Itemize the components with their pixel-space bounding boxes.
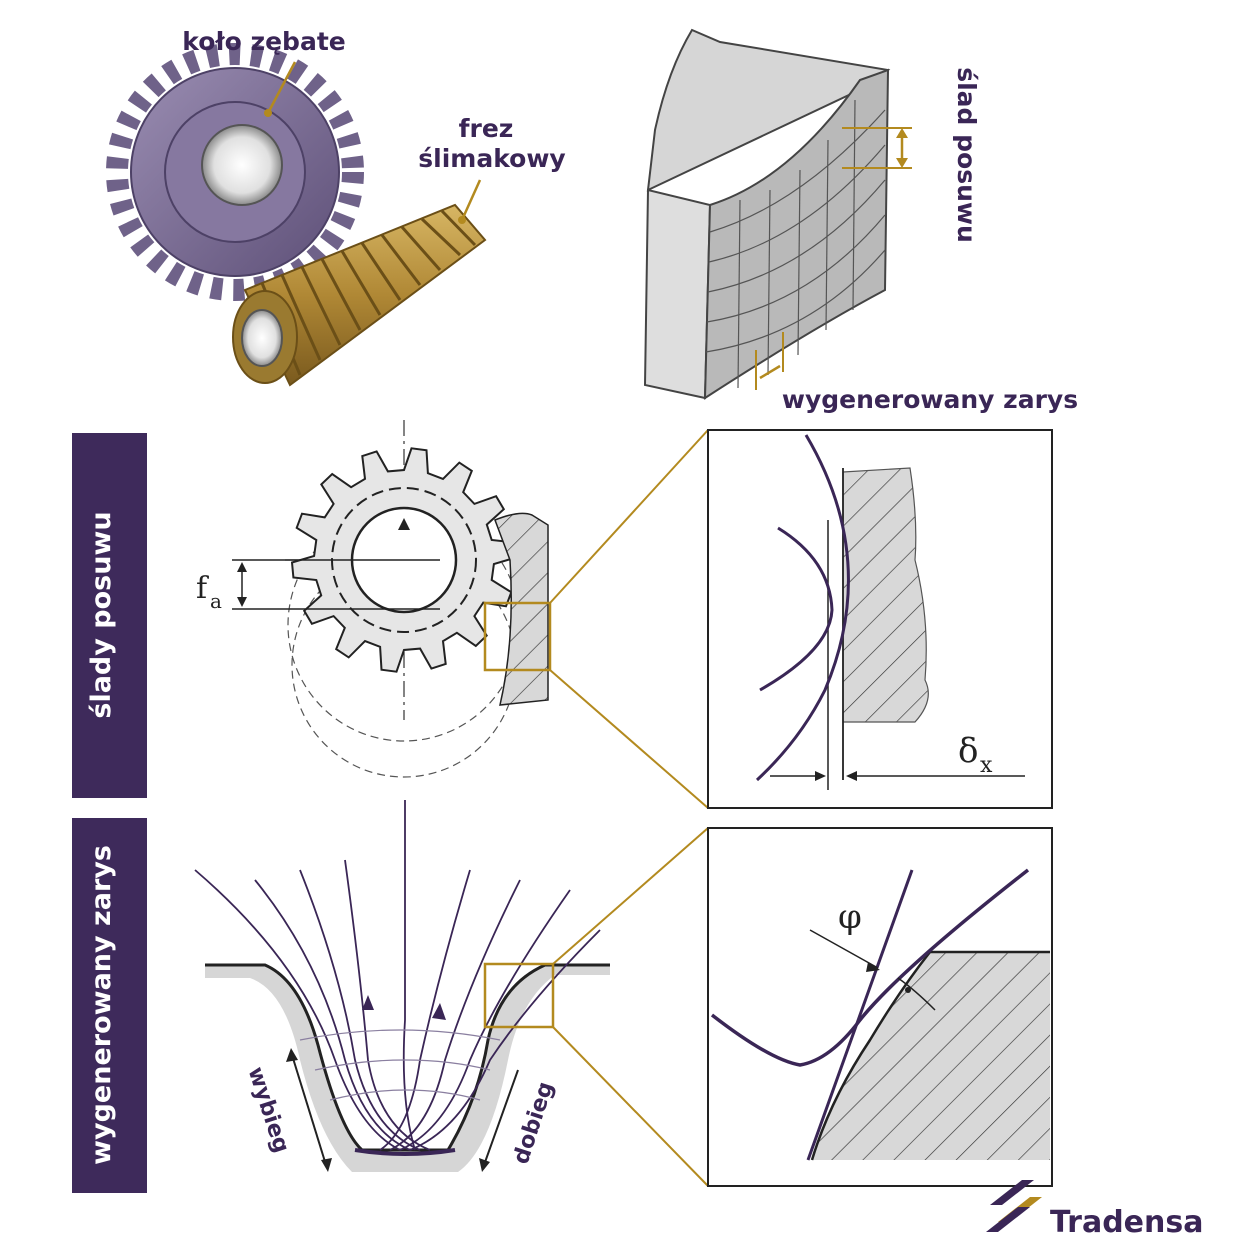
- zoom-box-top: [483, 601, 552, 672]
- generated-profile-label: wygenerowany zarys: [782, 385, 1078, 414]
- fa-symbol: f: [196, 571, 209, 606]
- tooth-gap-diagram: wybieg dobieg: [194, 800, 709, 1187]
- hob-label-line1: frez: [459, 114, 514, 143]
- side-band-feed-traces: ślady posuwu: [72, 433, 147, 798]
- hob-image: [232, 203, 487, 387]
- tradensa-logo-icon: [986, 1180, 1042, 1232]
- side-band-generated-profile: wygenerowany zarys: [72, 818, 147, 1193]
- gear-label: koło zębate: [182, 27, 345, 56]
- brand-name: Tradensa: [1050, 1205, 1204, 1240]
- hob-section-diagram: f a: [196, 420, 709, 809]
- delta-symbol: δ: [958, 731, 978, 771]
- delta-subscript: x: [980, 753, 993, 778]
- hob-leader-line: [460, 179, 482, 221]
- side-band-top-label: ślady posuwu: [86, 511, 117, 718]
- gear-image: [106, 43, 364, 301]
- brand-logo: Tradensa: [986, 1180, 1204, 1240]
- fa-subscript: a: [210, 589, 222, 613]
- feed-trace-label: ślad posuwu: [952, 67, 981, 243]
- gear-and-hob-illustration: koło zębate frez ślimakowy: [106, 27, 566, 387]
- side-band-bottom-label: wygenerowany zarys: [86, 845, 117, 1165]
- wybieg-label: wybieg: [243, 1064, 294, 1156]
- phi-symbol: φ: [838, 897, 862, 937]
- detail-panel-delta: δ x: [707, 429, 1053, 809]
- hob-label-line2: ślimakowy: [418, 144, 565, 173]
- zoom-box-bottom: [483, 962, 555, 1029]
- dobieg-label: dobieg: [509, 1079, 559, 1167]
- tooth-block-illustration: ślad posuwu wygenerowany zarys: [643, 28, 1078, 414]
- gear-leader-line: [266, 61, 297, 114]
- detail-panel-phi: φ: [707, 827, 1053, 1187]
